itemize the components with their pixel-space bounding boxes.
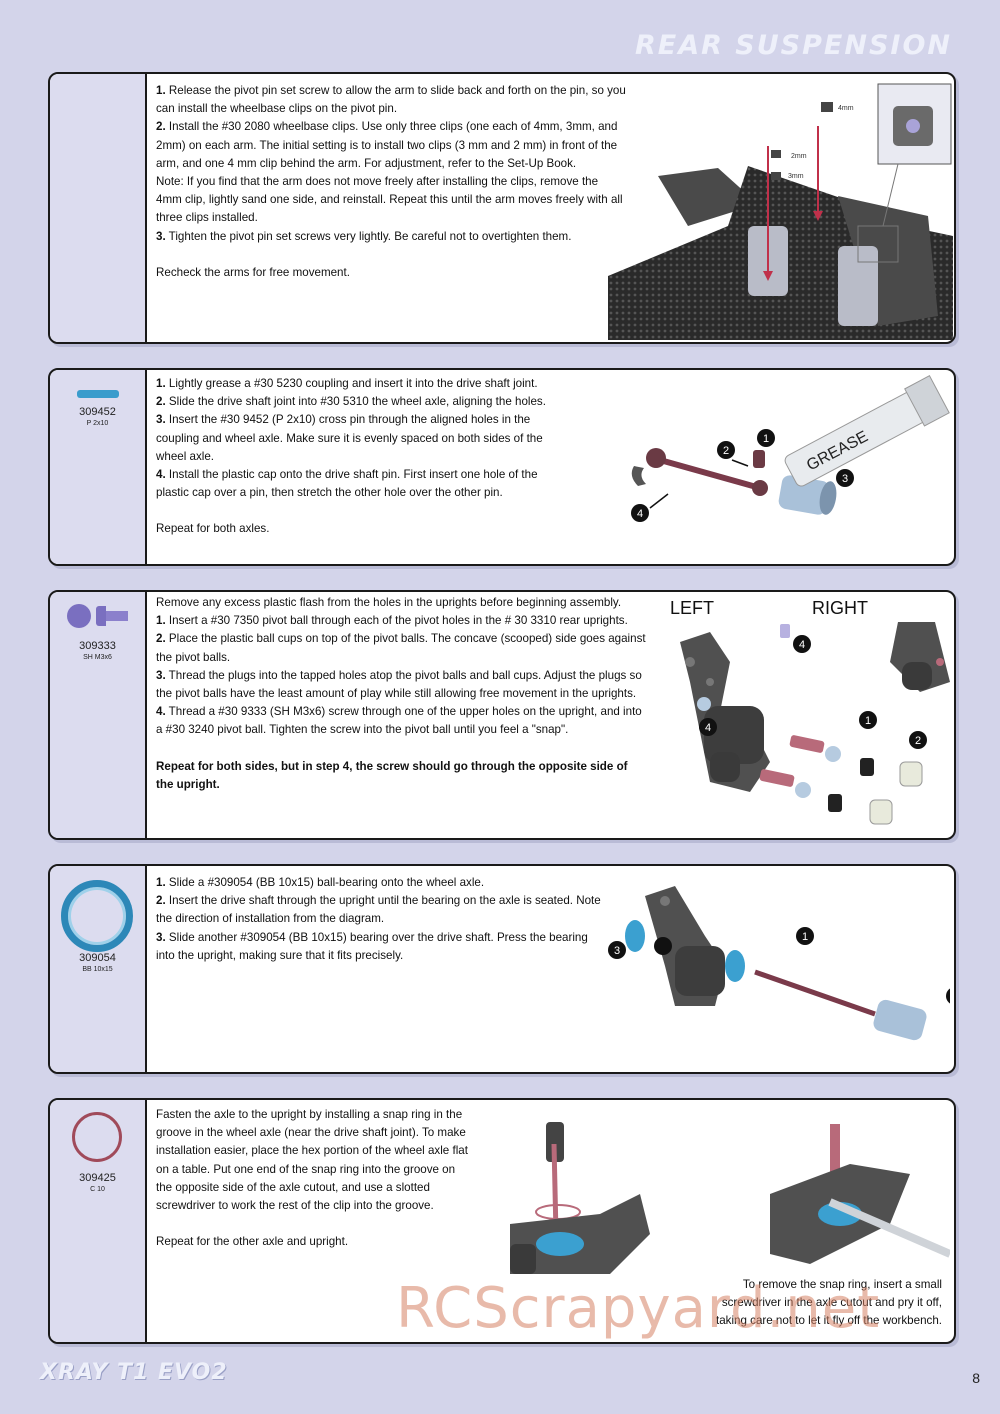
svg-text:1: 1	[763, 433, 769, 445]
step-panel-2: 309452 P 2x10 1. Lightly grease a #30 52…	[48, 368, 956, 566]
upright-illustration: 4 4 1 2	[680, 622, 950, 825]
step-instructions: Remove any excess plastic flash from the…	[156, 594, 646, 794]
chassis-arm-illustration: 4mm 2mm 3mm	[608, 83, 953, 340]
instruction-line: 1. Insert a #30 7350 pivot ball through …	[156, 614, 628, 628]
svg-text:4: 4	[799, 639, 805, 651]
section-title: REAR SUSPENSION	[634, 30, 952, 61]
instruction-line: 3. Thread the plugs into the tapped hole…	[156, 668, 642, 701]
step-instructions: 1. Lightly grease a #30 5230 coupling an…	[156, 375, 571, 539]
clip-label-2mm: 2mm	[791, 153, 807, 160]
bearing-install-illustration: 1 3	[608, 886, 950, 1041]
step-instructions: 1. Slide a #309054 (BB 10x15) ball-beari…	[156, 874, 606, 965]
parts-column: 309054 BB 10x15	[50, 866, 147, 1072]
step-panel-4: 309054 BB 10x15 1. Slide a #309054 (BB 1…	[48, 864, 956, 1074]
instruction-line: 1. Release the pivot pin set screw to al…	[156, 84, 626, 116]
step-instructions: 1. Release the pivot pin set screw to al…	[156, 82, 626, 282]
snap-ring-removal-note: To remove the snap ring, insert a small …	[716, 1278, 942, 1327]
parts-column: 309333 SH M3x6	[50, 592, 147, 838]
part-spec: SH M3x6	[83, 654, 112, 661]
part-code: 309425	[79, 1172, 116, 1184]
svg-text:4: 4	[705, 722, 711, 734]
step-footer: Repeat for the other axle and upright.	[156, 1235, 349, 1249]
screw-head-icon	[67, 604, 91, 628]
part-code: 309054	[79, 952, 116, 964]
page-number: 8	[972, 1370, 980, 1386]
instruction-line: 1. Slide a #309054 (BB 10x15) ball-beari…	[156, 876, 485, 889]
left-label: LEFT	[670, 598, 715, 618]
instruction-line: 1. Lightly grease a #30 5230 coupling an…	[156, 377, 538, 390]
step-footer: Recheck the arms for free movement.	[156, 265, 350, 279]
cross-pin-icon	[77, 390, 119, 398]
instruction-line: 3. Slide another #309054 (BB 10x15) bear…	[156, 930, 588, 962]
step-panel-1: 1. Release the pivot pin set screw to al…	[48, 72, 956, 344]
step-footer: Repeat for both axles.	[156, 522, 270, 536]
instruction-line: 2. Slide the drive shaft joint into #30 …	[156, 395, 546, 409]
step-panel-5: 309425 C 10 Fasten the axle to the uprig…	[48, 1098, 956, 1344]
screw-shank-icon	[106, 611, 128, 621]
svg-text:1: 1	[802, 931, 808, 943]
svg-text:2: 2	[723, 445, 729, 457]
parts-column: 309425 C 10	[50, 1100, 147, 1342]
snap-ring-icon	[72, 1112, 122, 1162]
clip-label-3mm: 3mm	[788, 173, 804, 180]
svg-text:1: 1	[865, 715, 871, 727]
instruction-line: 3. Tighten the pivot pin set screws very…	[156, 229, 572, 243]
driveshaft-illustration: GREASE 1 2 3 4	[631, 375, 950, 522]
brand-logo: XRAY T1 EVO2	[40, 1360, 228, 1385]
instruction-body: Fasten the axle to the upright by instal…	[156, 1108, 468, 1213]
ball-bearing-icon	[61, 880, 133, 952]
instruction-line: 2. Insert the drive shaft through the up…	[156, 894, 601, 926]
instruction-line: 4. Thread a #30 9333 (SH M3x6) screw thr…	[156, 705, 642, 737]
instruction-note: Note: If you find that the arm does not …	[156, 175, 623, 225]
watermark: RCScrapyard.net	[396, 1276, 881, 1341]
step-instructions: Fasten the axle to the upright by instal…	[156, 1106, 474, 1251]
svg-text:3: 3	[842, 473, 848, 485]
snap-ring-illustration	[510, 1122, 950, 1274]
part-code: 309452	[79, 406, 116, 418]
part-code: 309333	[79, 640, 116, 652]
clip-label-4mm: 4mm	[838, 105, 854, 112]
parts-column	[50, 74, 147, 342]
screw-side-icon	[96, 606, 106, 626]
svg-text:4: 4	[637, 508, 643, 520]
instruction-intro: Remove any excess plastic flash from the…	[156, 596, 622, 609]
step-panel-3: 309333 SH M3x6 Remove any excess plastic…	[48, 590, 956, 840]
part-spec: BB 10x15	[82, 966, 113, 973]
parts-column: 309452 P 2x10	[50, 370, 147, 564]
part-spec: C 10	[90, 1186, 105, 1193]
svg-text:2: 2	[915, 735, 921, 747]
instruction-line: 4. Install the plastic cap onto the driv…	[156, 468, 538, 500]
right-label: RIGHT	[812, 598, 868, 618]
instruction-line: 2. Place the plastic ball cups on top of…	[156, 632, 646, 664]
part-spec: P 2x10	[86, 420, 109, 427]
step-footer: Repeat for both sides, but in step 4, th…	[156, 759, 628, 791]
svg-text:3: 3	[614, 945, 620, 957]
instruction-line: 2. Install the #30 2080 wheelbase clips.…	[156, 120, 618, 170]
instruction-line: 3. Insert the #30 9452 (P 2x10) cross pi…	[156, 413, 543, 463]
